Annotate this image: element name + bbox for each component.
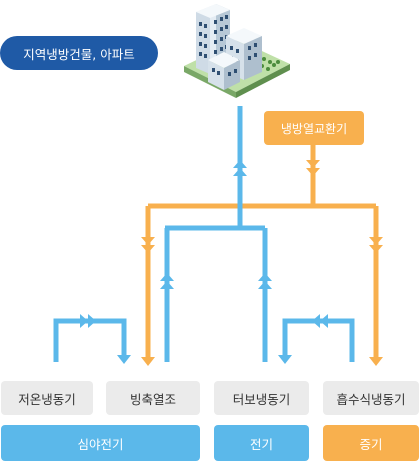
absorption-chiller-label: 흡수식냉동기 <box>336 391 406 407</box>
ice-storage-label: 빙축열조 <box>129 391 176 407</box>
steam-label: 증기 <box>359 436 383 452</box>
absorption-chiller-box: 흡수식냉동기 <box>323 381 419 415</box>
building-complex-icon <box>184 4 290 98</box>
electricity-label: 전기 <box>249 436 273 452</box>
building-title-text: 지역냉방건물, 아파트 <box>23 46 135 62</box>
blue-arrows <box>80 160 328 364</box>
heat-exchanger-box: 냉방열교환기 <box>264 111 364 145</box>
late-night-power-label: 심야전기 <box>77 436 124 452</box>
steam-bar: 증기 <box>323 425 419 461</box>
low-temp-chiller-label: 저온냉동기 <box>18 391 76 407</box>
turbo-chiller-box: 터보냉동기 <box>214 381 309 415</box>
building-title-badge: 지역냉방건물, 아파트 <box>0 36 158 70</box>
turbo-chiller-label: 터보냉동기 <box>232 391 291 407</box>
late-night-power-bar: 심야전기 <box>1 425 200 461</box>
electricity-bar: 전기 <box>214 425 309 461</box>
orange-lines <box>145 145 379 358</box>
low-temp-chiller-box: 저온냉동기 <box>1 381 93 415</box>
heat-exchanger-label: 냉방열교환기 <box>280 121 348 136</box>
orange-arrows <box>141 160 383 366</box>
ice-storage-box: 빙축열조 <box>106 381 200 415</box>
